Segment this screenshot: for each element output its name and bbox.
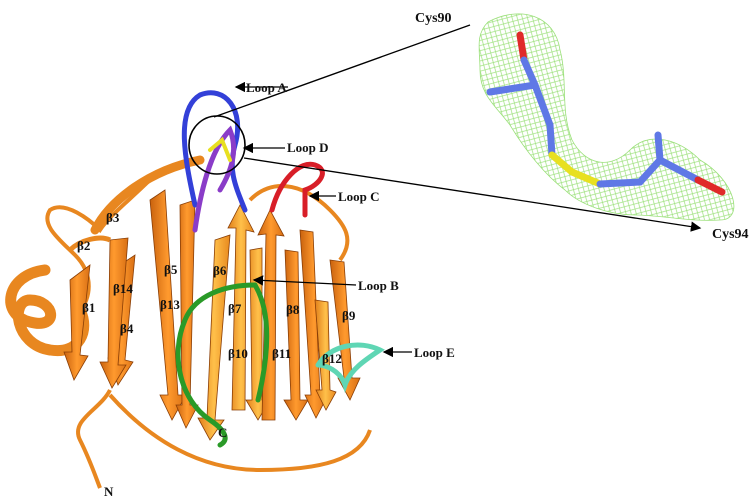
connector-line-cys94: [243, 157, 702, 232]
loop-e-ribbon: [315, 342, 385, 393]
label-b1: β1: [82, 300, 95, 315]
label-c-terminus: C: [218, 425, 227, 440]
loop-b-ribbon-2: [252, 282, 270, 403]
label-b12: β12: [322, 351, 342, 366]
label-n-terminus: N: [104, 484, 114, 499]
density-zoom-panel: [478, 13, 735, 221]
label-b3: β3: [106, 210, 120, 225]
coil-top-left: [45, 173, 157, 312]
loop-a-ribbon: [181, 90, 248, 213]
coil-top-right: [248, 184, 350, 262]
strand-b2-coil: [68, 235, 112, 252]
label-cys90: Cys90: [415, 11, 452, 26]
label-b5: β5: [164, 262, 178, 277]
loop-d-ribbon: [192, 125, 237, 233]
label-cys94: Cys94: [712, 227, 749, 242]
label-b6: β6: [213, 263, 227, 278]
label-b11: β11: [272, 346, 291, 361]
loop-b-ribbon: [175, 282, 258, 448]
strand-b3-arc: [90, 155, 205, 235]
label-b2: β2: [77, 238, 90, 253]
helix-left: [5, 264, 90, 357]
label-b7: β7: [228, 301, 242, 316]
cysteine-sticks: [486, 31, 726, 196]
label-b9: β9: [342, 308, 356, 323]
strand-labels: β3 β2 β1 β14 β4 β13 β5 β6 β7 β10 β11 β8 …: [77, 210, 356, 366]
label-loop-d: Loop D: [287, 140, 329, 155]
label-loop-e: Loop E: [414, 345, 455, 360]
label-loop-c: Loop C: [338, 189, 380, 204]
coil-n-terminus: [76, 388, 112, 489]
strand-b1: [63, 264, 91, 381]
strand-b8: [299, 229, 329, 419]
label-b14: β14: [113, 281, 133, 296]
label-b4: β4: [120, 321, 134, 336]
strand-b11: [283, 249, 309, 421]
label-b8: β8: [286, 302, 300, 317]
label-b10: β10: [228, 346, 248, 361]
ribbon-structure: [5, 90, 385, 489]
strand-b4: [99, 237, 129, 389]
label-b13: β13: [160, 297, 180, 312]
connector-line-cys90: [213, 24, 471, 118]
electron-density-mesh: [478, 13, 735, 221]
coil-bottom: [108, 393, 372, 473]
label-loop-a: Loop A: [246, 80, 287, 95]
label-loop-b: Loop B: [358, 278, 399, 293]
loop-c-ribbon: [269, 161, 325, 218]
strand-b7-up: [227, 204, 255, 411]
disulfide-bond: [208, 136, 232, 162]
loop-labels: Loop A Loop D Loop C Loop B Loop E: [234, 80, 455, 360]
